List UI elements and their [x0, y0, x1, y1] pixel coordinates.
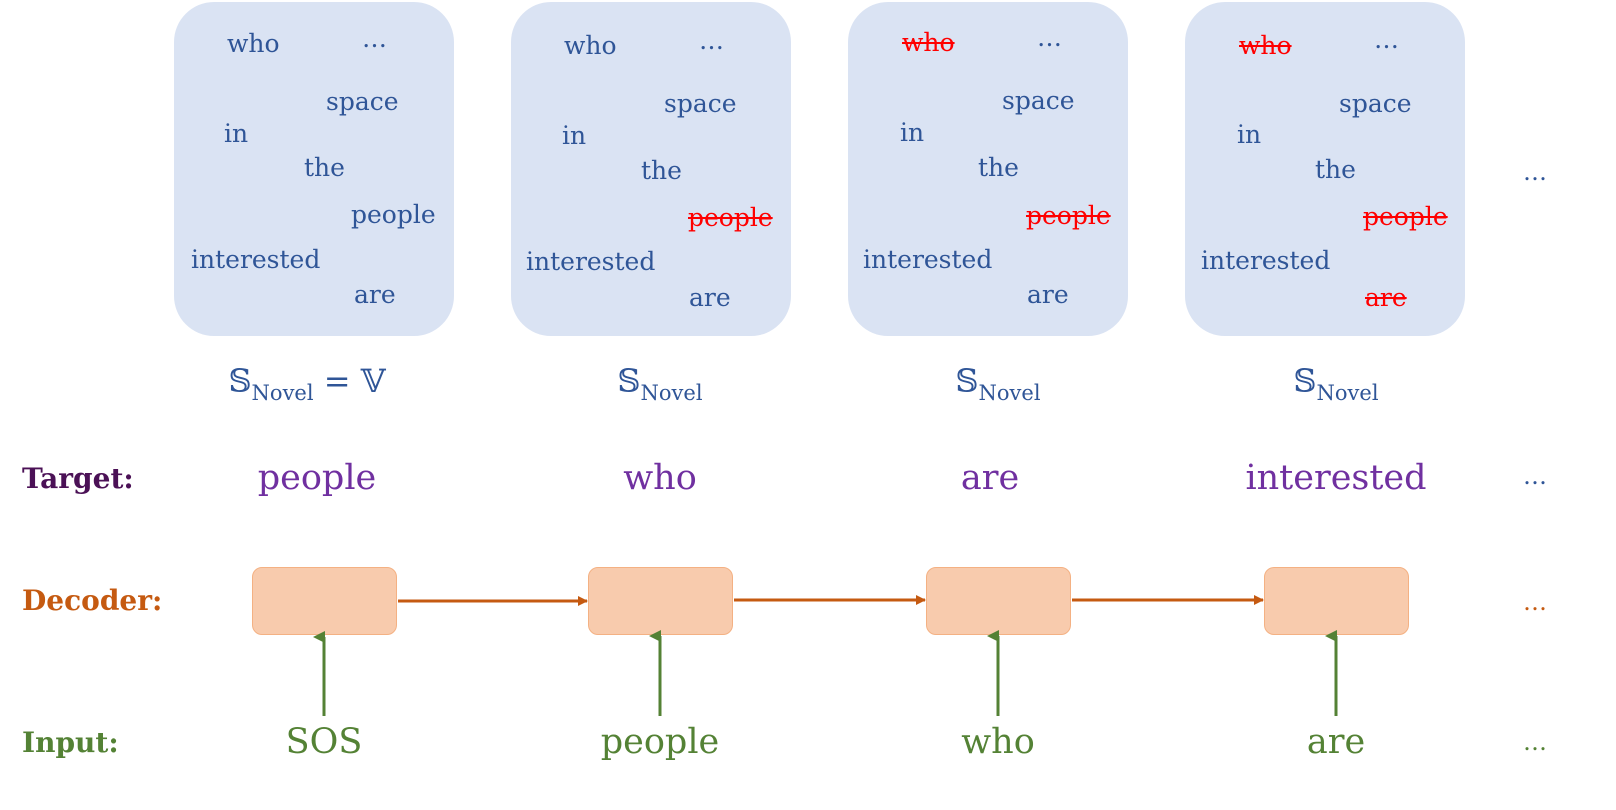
set-subscript: Novel — [640, 381, 703, 405]
input-ellipsis: … — [1523, 728, 1547, 756]
target-word: interested — [1245, 458, 1427, 498]
vocab-word: the — [641, 156, 682, 185]
target-word: people — [257, 458, 377, 498]
decoder-ellipsis: … — [1523, 588, 1547, 616]
vocab-word: … — [1374, 25, 1399, 54]
vocab-word: in — [1237, 120, 1262, 149]
vocab-word: the — [1315, 155, 1356, 184]
set-subscript: Novel — [1316, 381, 1379, 405]
target-word: who — [623, 458, 697, 498]
vocab-word: space — [1339, 89, 1412, 118]
vocab-word: in — [900, 118, 925, 147]
input-word: people — [600, 722, 720, 762]
vocab-word: who — [564, 31, 617, 60]
vocab-word: space — [664, 89, 737, 118]
top-ellipsis: … — [1523, 158, 1547, 186]
vocab-word: interested — [191, 245, 321, 274]
decoder-cell — [926, 567, 1071, 635]
vocab-box: who … space in the people interested are — [1185, 2, 1465, 336]
vocab-word: the — [978, 153, 1019, 182]
vocab-word: are — [1027, 280, 1069, 309]
vocab-box: who … space in the people interested are — [848, 2, 1128, 336]
vocab-word: … — [362, 24, 387, 53]
set-symbol: 𝕊 — [617, 362, 641, 400]
vocab-word-struck: people — [1026, 201, 1111, 230]
vocab-box: who … space in the people interested are — [174, 2, 454, 336]
set-label: 𝕊Novel = 𝕍 — [228, 362, 385, 405]
vocab-word: in — [224, 119, 249, 148]
target-word: are — [960, 458, 1020, 498]
decoder-cell — [1264, 567, 1409, 635]
vocab-word: the — [304, 153, 345, 182]
input-word: are — [1306, 722, 1366, 762]
vocab-word: interested — [526, 247, 656, 276]
set-suffix: = 𝕍 — [313, 362, 386, 400]
vocab-word-struck: who — [902, 28, 955, 57]
vocab-word: space — [1002, 86, 1075, 115]
input-label: Input: — [22, 726, 119, 759]
vocab-word-struck: people — [1363, 202, 1448, 231]
vocab-word-struck: people — [688, 203, 773, 232]
set-label: 𝕊Novel — [1293, 362, 1378, 405]
vocab-word: space — [326, 87, 399, 116]
vocab-word: interested — [1201, 246, 1331, 275]
vocab-word-struck: are — [1365, 283, 1407, 312]
vocab-word: … — [699, 26, 724, 55]
set-subscript: Novel — [978, 381, 1041, 405]
vocab-word: in — [562, 121, 587, 150]
input-word: who — [961, 722, 1035, 762]
vocab-box: who … space in the people interested are — [511, 2, 791, 336]
input-word: SOS — [285, 722, 363, 762]
vocab-word: interested — [863, 245, 993, 274]
set-symbol: 𝕊 — [1293, 362, 1317, 400]
decoder-label: Decoder: — [22, 584, 163, 617]
vocab-word-struck: who — [1239, 31, 1292, 60]
set-subscript: Novel — [251, 381, 314, 405]
set-symbol: 𝕊 — [955, 362, 979, 400]
vocab-word: people — [351, 200, 436, 229]
target-label: Target: — [22, 462, 134, 495]
vocab-word: who — [227, 29, 280, 58]
set-label: 𝕊Novel — [955, 362, 1040, 405]
vocab-word: are — [689, 283, 731, 312]
target-ellipsis: … — [1523, 462, 1547, 490]
vocab-word: … — [1037, 23, 1062, 52]
set-symbol: 𝕊 — [228, 362, 252, 400]
decoder-cell — [588, 567, 733, 635]
set-label: 𝕊Novel — [617, 362, 702, 405]
vocab-word: are — [354, 280, 396, 309]
